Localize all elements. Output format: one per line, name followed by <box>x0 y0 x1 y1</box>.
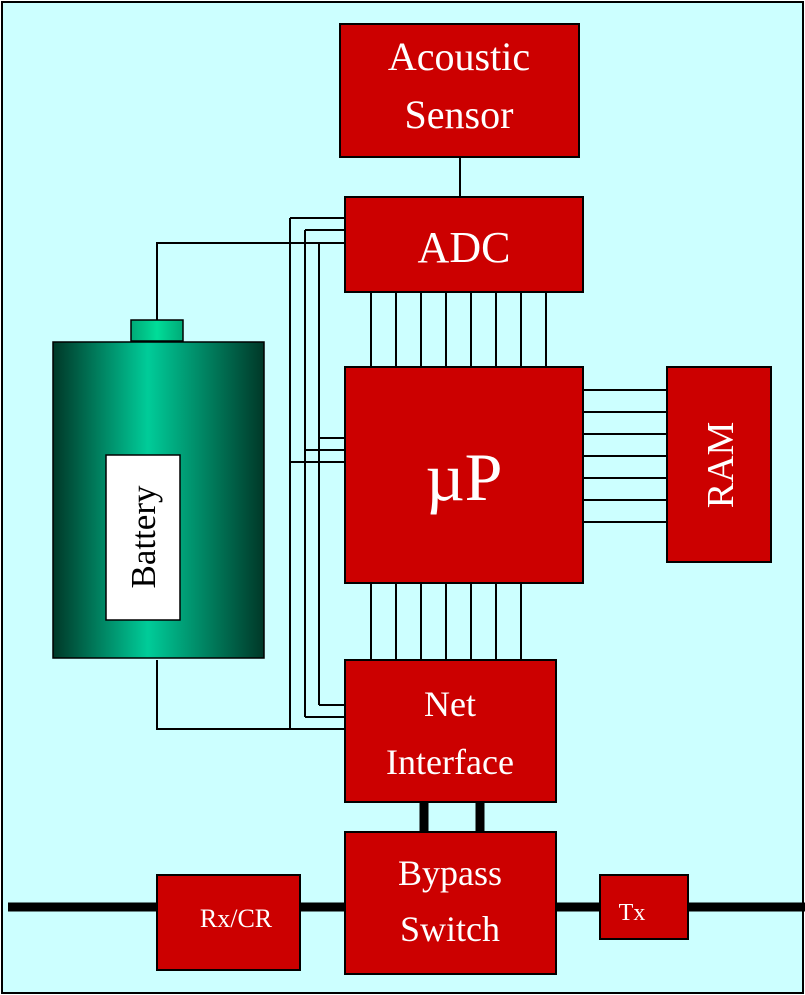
microprocessor-label: µP <box>426 439 503 515</box>
up-ram-bus <box>583 389 667 523</box>
ram-label: RAM <box>700 422 742 509</box>
tx-block <box>599 874 689 940</box>
battery-terminal <box>130 319 184 342</box>
net-interface-block <box>344 659 557 803</box>
ram-block <box>666 366 772 563</box>
microprocessor-block <box>344 366 584 584</box>
bypass-switch-block <box>344 831 557 975</box>
bypass-switch-label-line2: Switch <box>400 909 500 949</box>
net-interface-label-line1: Net <box>424 684 476 724</box>
tx-label: Tx <box>619 900 646 926</box>
adc-label: ADC <box>418 223 511 272</box>
rx-cr-label: Rx/CR <box>200 904 273 933</box>
net-bypass-links <box>419 802 485 832</box>
net-interface-label-line2: Interface <box>386 742 514 782</box>
up-net-bus <box>370 583 522 660</box>
bypass-switch-label-line1: Bypass <box>398 853 502 893</box>
acoustic-sensor-label-line2: Sensor <box>405 92 514 137</box>
battery-label: Battery <box>124 485 163 589</box>
adc-block <box>344 196 584 293</box>
battery-label-box <box>105 454 181 621</box>
acoustic-sensor-block <box>339 23 580 158</box>
acoustic-sensor-label-line1: Acoustic <box>388 34 530 79</box>
power-wires <box>156 217 345 730</box>
adc-up-bus <box>370 292 547 367</box>
rx-cr-block <box>156 874 301 971</box>
